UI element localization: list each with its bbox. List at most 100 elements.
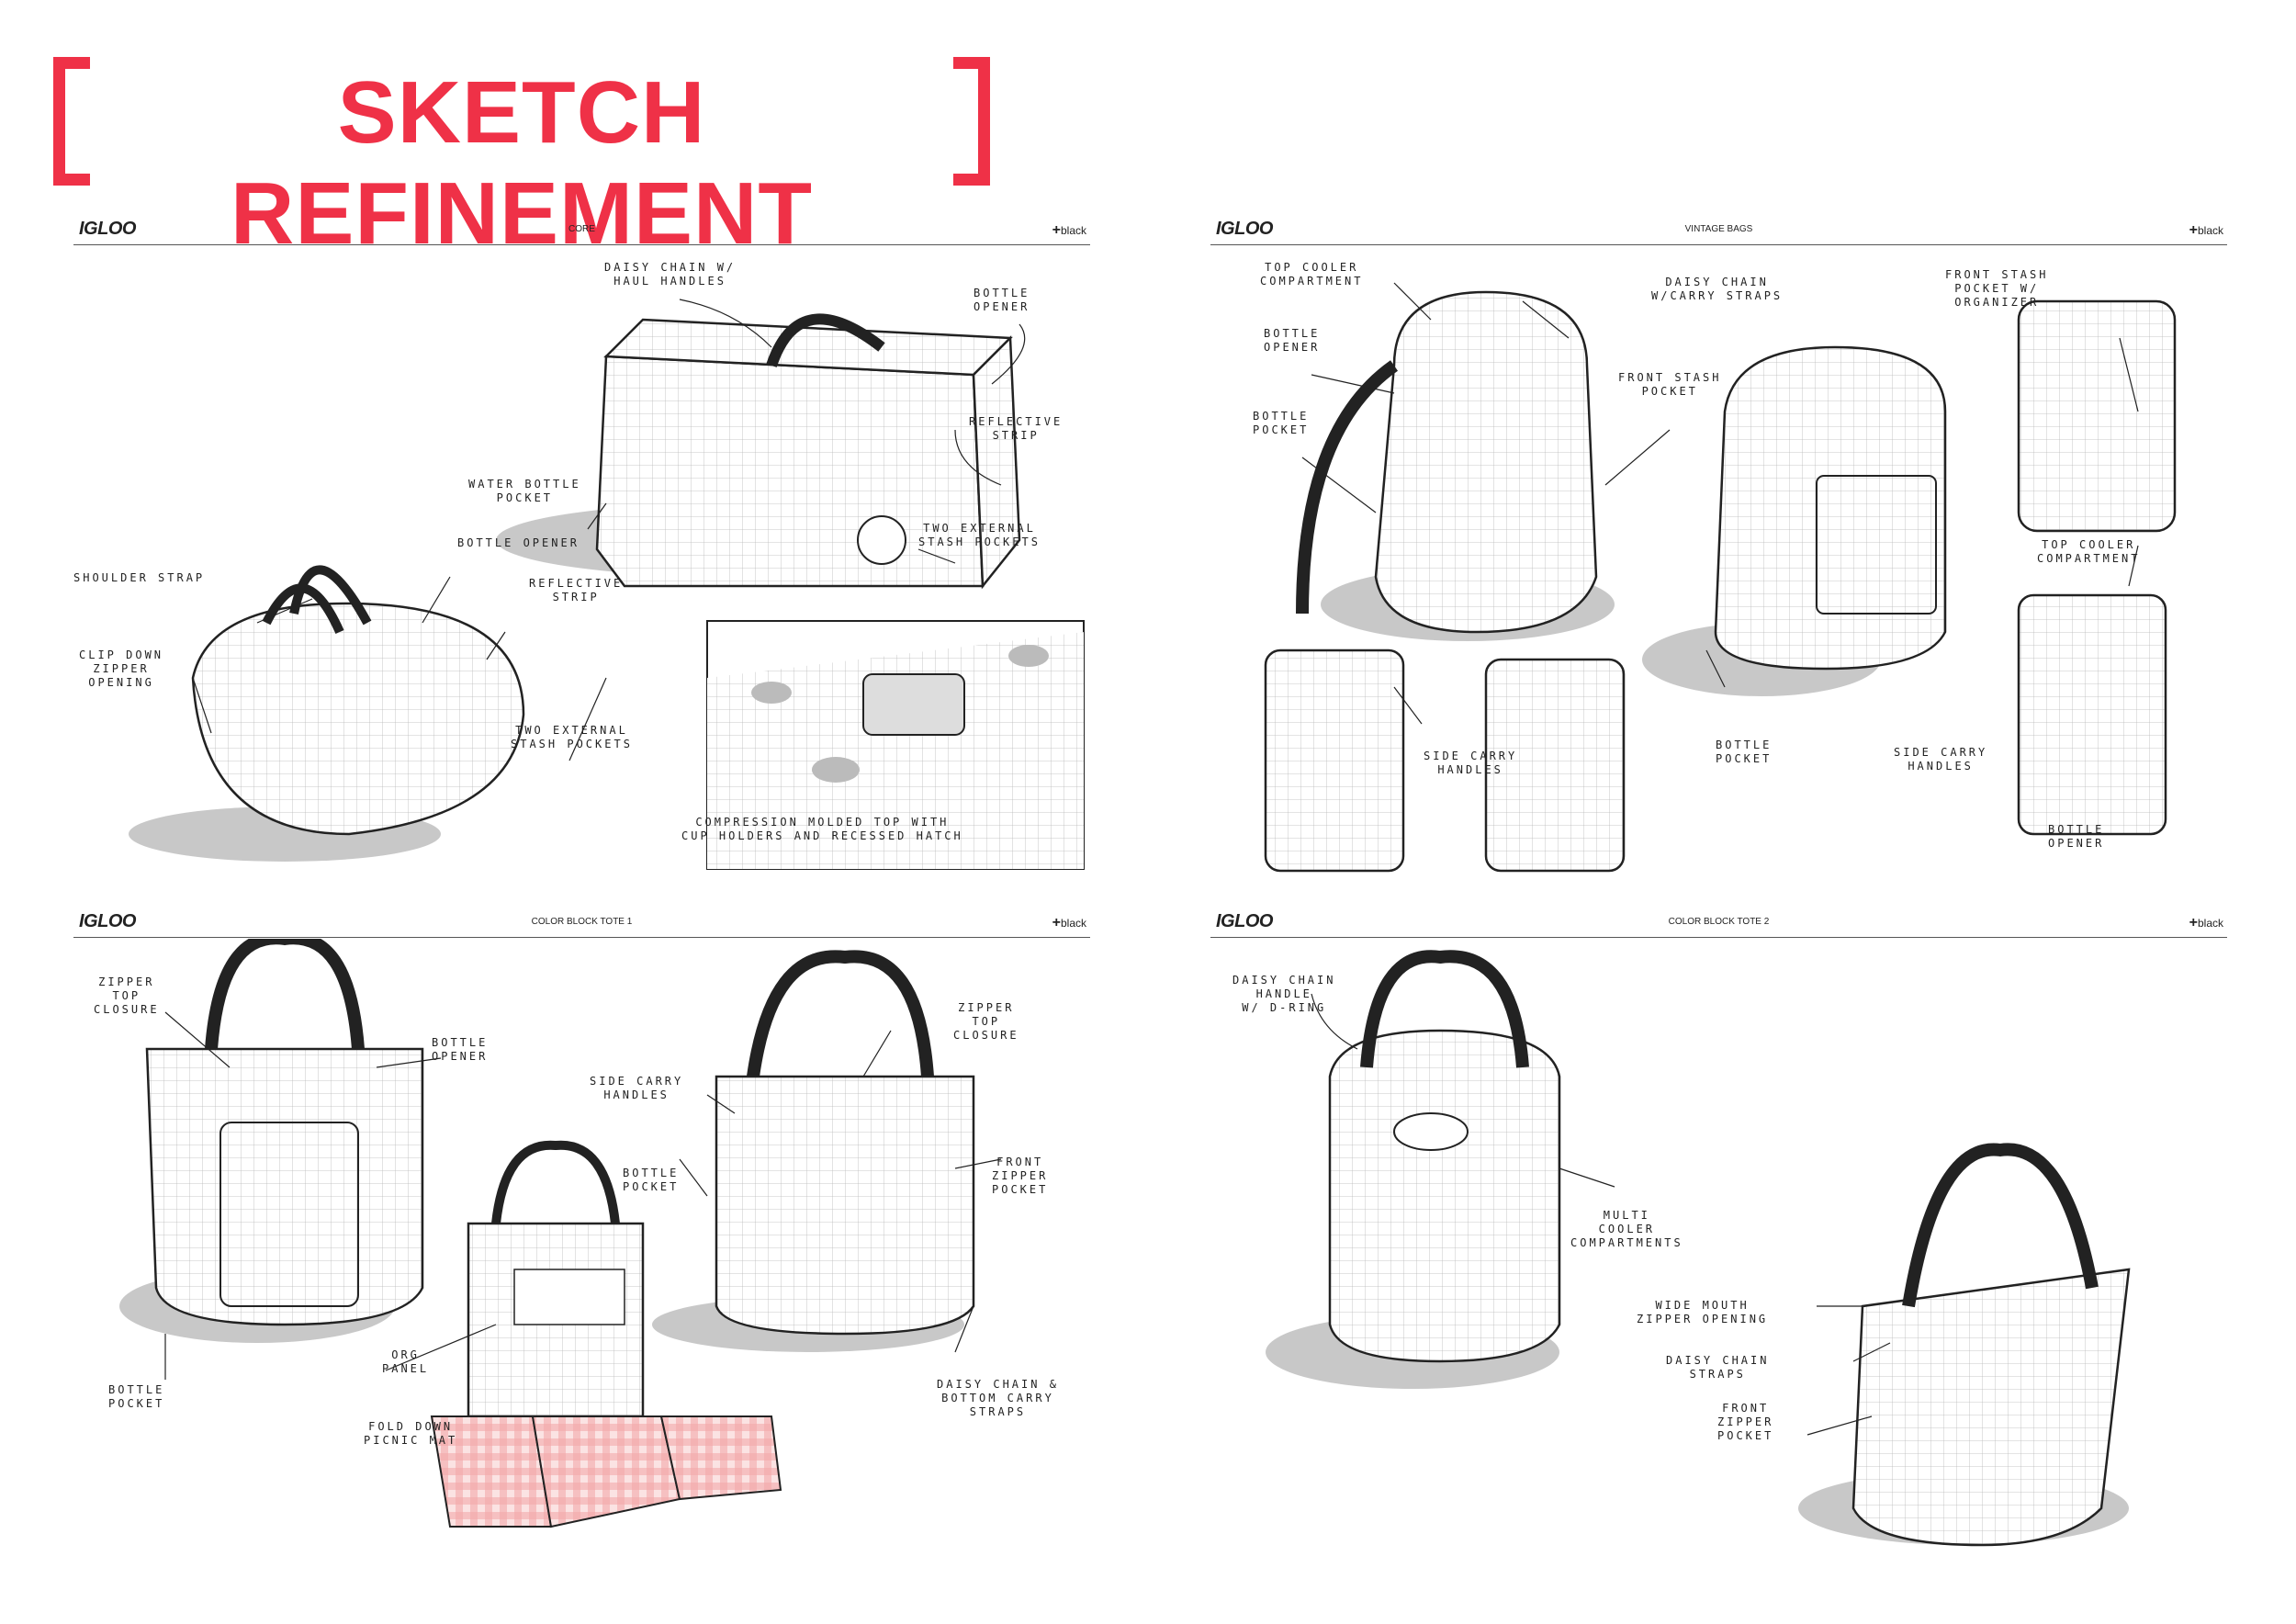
recessed-hatch [862,673,965,736]
callout-label: REFLECTIVE STRIP [529,577,624,603]
tote-1-sketches [119,939,1002,1528]
tote-handle [1902,1143,2099,1308]
agency-logo: +black [1052,915,1086,930]
tote-handle [205,939,365,1050]
callout-label: ZIPPER TOP CLOSURE [94,976,160,1016]
cup-holder [1008,645,1049,667]
duffel-handle [262,583,344,635]
cooler-tote-body [1328,1029,1561,1363]
tote-2-sketches [1266,950,2131,1547]
leader-lines [192,299,1026,761]
panel-header: IGLOO CORE +black [73,217,1090,245]
callout-label: SIDE CARRY HANDLES [1894,746,1988,773]
panel-subtitle: COLOR BLOCK TOTE 2 [1668,917,1770,927]
callout-label: FRONT STASH POCKET [1618,371,1722,398]
panel-header: IGLOO COLOR BLOCK TOTE 2 +black [1210,909,2227,938]
agency-logo: +black [2189,222,2223,238]
plus-icon: + [1052,222,1061,238]
duffel-handle [289,565,372,626]
callout-label: TOP COOLER COMPARTMENT [2037,538,2141,565]
core-cooler-sketches [129,299,1085,870]
callout-label: SIDE CARRY HANDLES [590,1075,684,1101]
callout-label: BOTTLE OPENER [457,536,580,549]
sketch-refinement-title: SKETCH REFINEMENT [53,57,990,263]
callout-label: DAISY CHAIN W/ HAUL HANDLES [604,261,737,288]
callout-label: BOTTLE OPENER [2048,823,2105,850]
small-tote-handle [491,1140,620,1224]
backpack-rear-view [2017,593,2167,836]
igloo-badge [857,515,906,565]
wide-tote-body [1851,1268,2131,1547]
panel-subtitle: COLOR BLOCK TOTE 1 [531,917,633,927]
callout-label: DAISY CHAIN STRAPS [1666,1354,1770,1381]
tote-body [715,1075,975,1336]
callout-label: BOTTLE OPENER [1264,327,1321,354]
backpack-front-view [2017,299,2177,533]
callout-label: SIDE CARRY HANDLES [1424,750,1518,776]
detail-top-surface [707,632,1084,869]
callout-label: REFLECTIVE STRIP [969,415,1064,442]
callout-label: CLIP DOWN ZIPPER OPENING [79,648,164,689]
brand-logo: IGLOO [1216,219,1273,239]
panel-core: IGLOO CORE +black DAISY CHAIN W/ HAUL HA… [73,217,1090,878]
igloo-badge [1393,1112,1469,1151]
callout-label: SHOULDER STRAP [73,571,206,584]
panel-header: IGLOO COLOR BLOCK TOTE 1 +black [73,909,1090,938]
leader-lines [1301,282,2139,725]
cooler-side [972,335,1021,590]
brand-logo: IGLOO [79,219,136,239]
plus-icon: + [1052,915,1061,930]
panel-subtitle: VINTAGE BAGS [1684,224,1753,234]
callout-label: DAISY CHAIN HANDLE W/ D-RING [1232,974,1336,1014]
duffel-body [191,602,525,836]
picnic-mat-panel [659,1415,782,1501]
picnic-mat-panel [531,1415,681,1528]
shoulder-strap [1296,360,1399,615]
cup-holder [812,757,860,783]
callout-label: COMPRESSION MOLDED TOP WITH CUP HOLDERS … [681,816,963,842]
callout-label: TWO EXTERNAL STASH POCKETS [511,724,633,750]
vintage-backpack-sketches [1264,282,2177,873]
leader-lines [1311,993,1891,1436]
right-bracket [953,57,990,186]
callout-label: TOP COOLER COMPARTMENT [1260,261,1364,288]
callout-label: WIDE MOUTH ZIPPER OPENING [1637,1299,1769,1325]
panel-color-block-tote-2: IGLOO COLOR BLOCK TOTE 2 +black DAISY CH… [1210,909,2227,1571]
callout-label: FRONT STASH POCKET W/ ORGANIZER [1945,268,2049,309]
haul-handle [766,313,885,367]
plus-icon: + [2189,915,2198,930]
org-panel [513,1269,625,1325]
backpack-back-view [1484,658,1626,873]
callout-label: FRONT ZIPPER POCKET [992,1156,1049,1196]
brand-logo: IGLOO [79,911,136,931]
callout-label: BOTTLE POCKET [1716,739,1773,765]
callout-label: BOTTLE OPENER [432,1036,489,1063]
front-pocket [1816,475,1937,615]
left-bracket [53,57,90,186]
agency-logo: +black [1052,222,1086,238]
callout-label: ZIPPER TOP CLOSURE [953,1001,1019,1042]
callout-label: DAISY CHAIN W/CARRY STRAPS [1651,276,1784,302]
daisy-chain-handle [1360,950,1529,1068]
callout-label: WATER BOTTLE POCKET [468,478,581,504]
brand-logo: IGLOO [1216,911,1273,931]
front-pocket [219,1122,359,1307]
panel-subtitle: CORE [568,224,595,234]
tote-handle [747,950,934,1077]
panel-header: IGLOO VINTAGE BAGS +black [1210,217,2227,245]
callout-label: DAISY CHAIN & BOTTOM CARRY STRAPS [937,1378,1059,1418]
cup-holder [751,682,792,704]
callout-label: BOTTLE OPENER [974,287,1030,313]
panel-color-block-tote-1: IGLOO COLOR BLOCK TOTE 1 +black ZIPPER T… [73,909,1090,1571]
callout-label: BOTTLE POCKET [1253,410,1310,436]
backpack-side-view [1264,648,1405,873]
leader-lines [164,1011,1002,1380]
agency-logo: +black [2189,915,2223,930]
page-title: SKETCH REFINEMENT [231,63,813,263]
callout-label: BOTTLE POCKET [623,1167,680,1193]
callout-label: MULTI COOLER COMPARTMENTS [1570,1209,1683,1249]
callout-label: ORG PANEL [382,1348,430,1375]
callout-label: BOTTLE POCKET [108,1383,165,1410]
backpack-body [1374,290,1598,634]
callout-label: FOLD DOWN PICNIC MAT [364,1420,458,1447]
